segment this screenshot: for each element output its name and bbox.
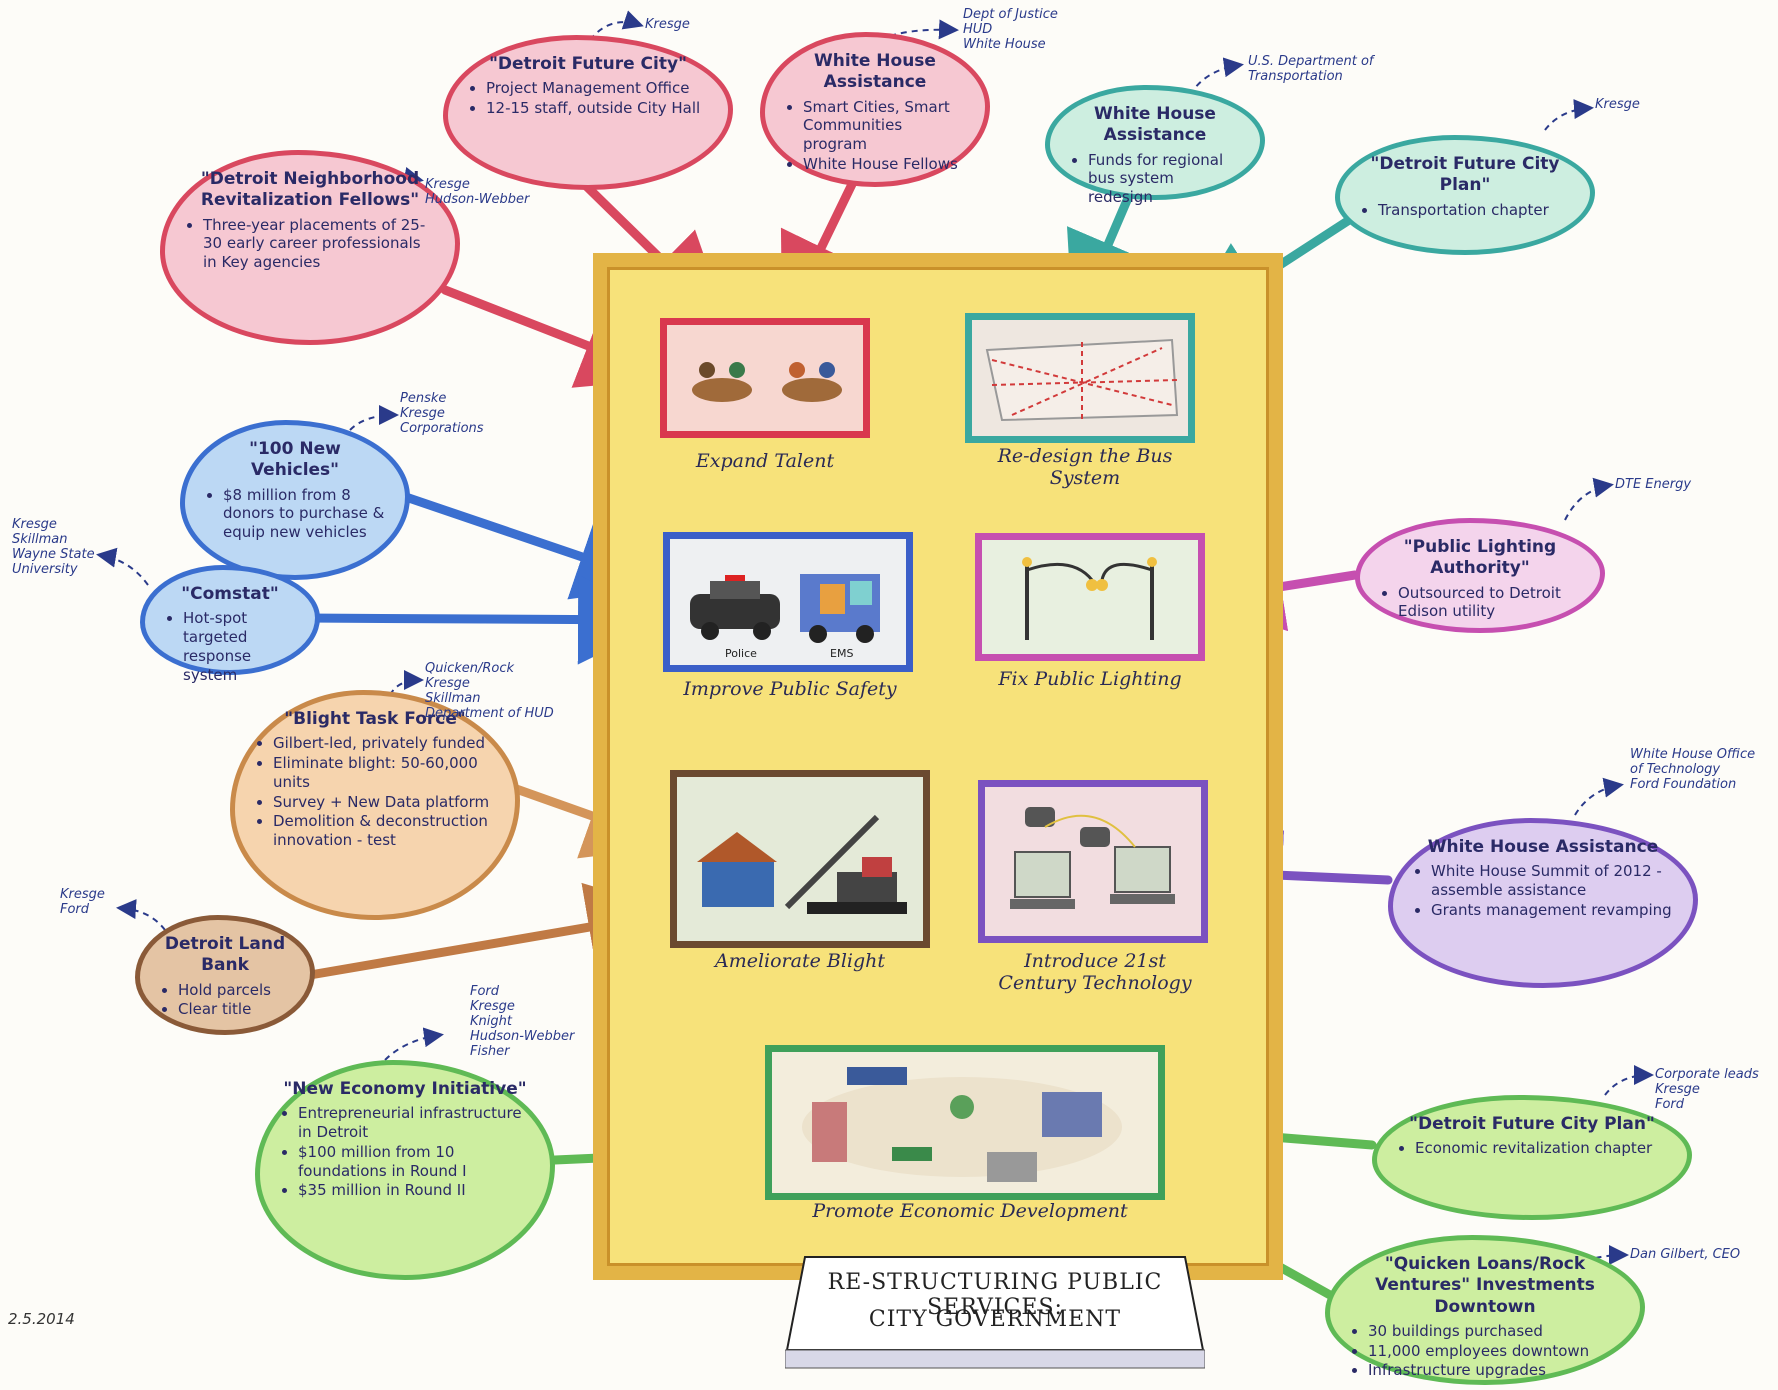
title-line1: RE-STRUCTURING PUBLIC SERVICES: xyxy=(827,1270,1163,1320)
title-line2: CITY GOVERNMENT xyxy=(868,1307,1122,1332)
panel-technology xyxy=(978,780,1208,943)
meeting-tables-icon xyxy=(692,362,842,402)
cloud-dfc-transport: "Detroit Future City Plan" Transportatio… xyxy=(1335,135,1595,255)
ems-label: EMS xyxy=(830,647,853,660)
cloud-quicken: "Quicken Loans/Rock Ventures" Investment… xyxy=(1325,1235,1645,1385)
funders-lighting: DTE Energy xyxy=(1615,477,1692,492)
demolition-icon xyxy=(697,814,907,914)
cloud-wh-smart: White House Assistance Smart Cities, Sma… xyxy=(760,32,990,187)
cloud-blight-tf: "Blight Task Force" Gilbert-led, private… xyxy=(230,690,520,920)
funders-dfc-pmo: Kresge xyxy=(645,17,690,32)
computers-icon xyxy=(1010,807,1175,909)
cloud-dfc-economic: "Detroit Future City Plan" Economic revi… xyxy=(1372,1095,1692,1220)
title-sign: RE-STRUCTURING PUBLIC SERVICES: CITY GOV… xyxy=(785,1255,1205,1373)
panel-economic xyxy=(765,1045,1165,1200)
cloud-lighting: "Public Lighting Authority" Outsourced t… xyxy=(1355,518,1605,633)
cloud-land-bank: Detroit Land Bank Hold parcelsClear titl… xyxy=(135,915,315,1035)
label-public-lighting: Fix Public Lighting xyxy=(998,668,1182,690)
panel-redesign-bus xyxy=(965,313,1195,443)
cloud-dfc-pmo: "Detroit Future City" Project Management… xyxy=(443,35,733,190)
police-label: Police xyxy=(725,647,757,660)
cloud-revitalization: "Detroit Neighborhood Revitalization Fel… xyxy=(160,150,460,345)
police-ems-vehicles-icon: Police EMS xyxy=(690,574,880,660)
label-blight: Ameliorate Blight xyxy=(714,950,886,972)
label-public-safety: Improve Public Safety xyxy=(683,678,897,700)
label-economic: Promote Economic Development xyxy=(812,1200,1128,1222)
cloud-comstat: "Comstat" Hot-spot targeted response sys… xyxy=(140,565,320,684)
bus-route-map-icon xyxy=(985,338,1179,422)
cloud-vehicles: "100 New Vehicles" $8 million from 8 don… xyxy=(180,420,410,580)
city-development-icon xyxy=(802,1067,1122,1182)
street-lights-icon xyxy=(1022,557,1157,640)
cloud-wh-bus: White House Assistance Funds for regiona… xyxy=(1045,85,1265,206)
label-redesign-bus: Re-design the Bus System xyxy=(997,445,1173,489)
funder-connectors xyxy=(96,10,1654,1271)
arrow-comstat xyxy=(300,574,668,665)
panel-blight xyxy=(670,770,930,948)
panel-public-lighting xyxy=(975,533,1205,661)
label-expand-talent: Expand Talent xyxy=(695,450,835,472)
panel-expand-talent xyxy=(660,318,870,438)
cloud-new-economy: "New Economy Initiative" Entrepreneurial… xyxy=(255,1060,555,1280)
funders-dfc-transport: Kresge xyxy=(1595,97,1640,112)
panel-public-safety: Police EMS xyxy=(663,532,913,672)
cloud-wh-tech: White House Assistance White House Summi… xyxy=(1388,818,1698,988)
funders-wh-bus: U.S. Department of Transportation xyxy=(1248,54,1374,84)
label-technology: Introduce 21st Century Technology xyxy=(998,950,1192,994)
signature-date: 2.5.2014 xyxy=(8,1310,75,1328)
funders-quicken: Dan Gilbert, CEO xyxy=(1630,1247,1741,1262)
